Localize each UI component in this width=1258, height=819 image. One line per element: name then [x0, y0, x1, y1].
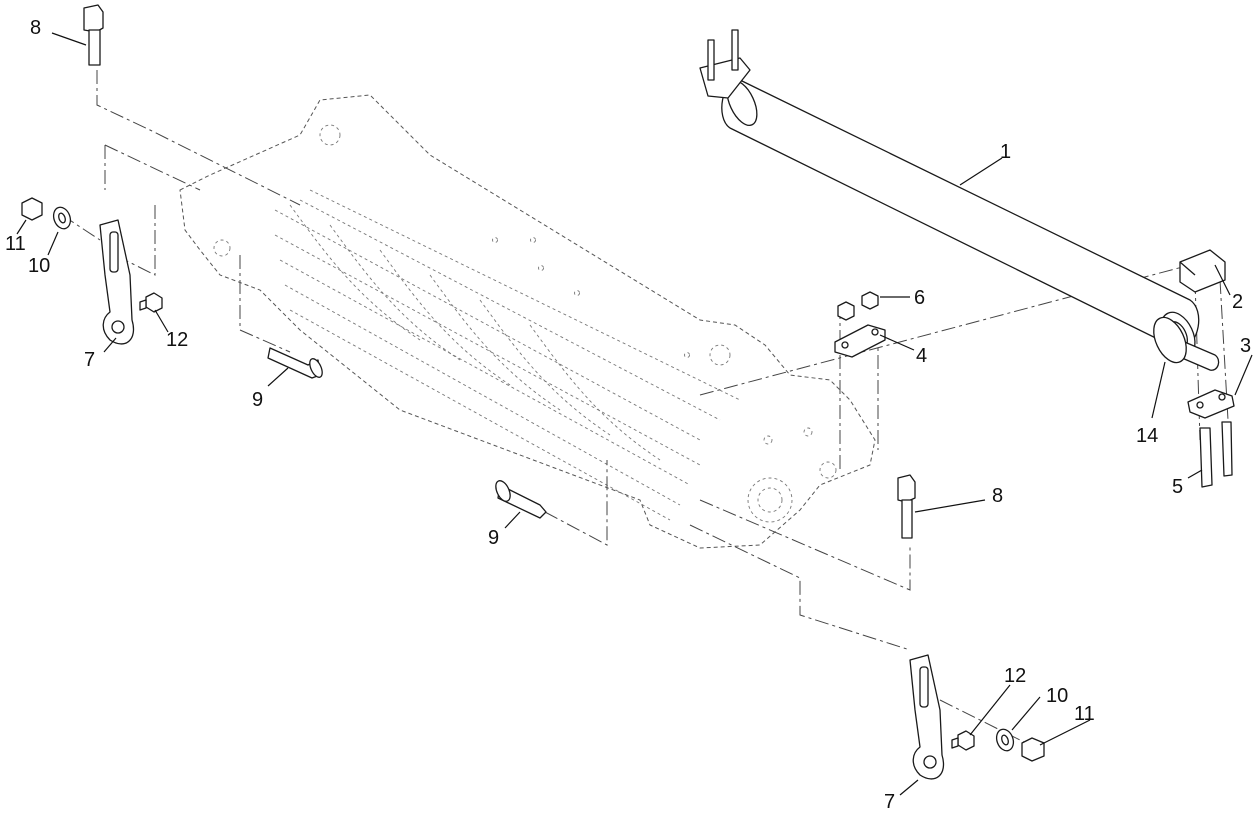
callout-8-right: 8: [992, 485, 1003, 507]
bolt-part-8-top-left: [83, 4, 104, 66]
bolts-part-5: [1199, 421, 1233, 488]
adjuster-arm-part-7-right: [909, 654, 945, 780]
adjuster-arm-part-7-left: [99, 219, 135, 345]
washer-part-10-left: [52, 206, 72, 230]
pin-part-9-left: [267, 347, 323, 379]
callout-7-right: 7: [884, 791, 895, 813]
callout-7-left: 7: [84, 349, 95, 371]
callout-6: 6: [914, 287, 925, 309]
washer-part-10-right: [995, 728, 1015, 752]
callout-11-left: 11: [5, 233, 26, 255]
callout-12-right: 12: [1004, 665, 1026, 687]
reel-frame-phantom: [179, 94, 876, 549]
callout-3: 3: [1240, 335, 1251, 357]
bearing-part-14: [1153, 316, 1187, 364]
pin-part-9-center: [495, 480, 547, 519]
callout-11-right: 11: [1074, 703, 1095, 725]
callout-5: 5: [1172, 476, 1183, 498]
callout-10-left: 10: [28, 255, 50, 277]
bracket-plate-part-3: [1187, 389, 1235, 419]
callout-9-left: 9: [252, 389, 263, 411]
callout-8-top-left: 8: [30, 17, 41, 39]
bolt-part-8-right: [897, 474, 916, 539]
callout-10-right: 10: [1046, 685, 1068, 707]
nut-part-11-right: [1021, 737, 1045, 762]
screw-part-12-left: [139, 292, 163, 313]
clamp-block-part-2: [1179, 249, 1226, 293]
callout-1: 1: [1000, 141, 1011, 163]
nuts-part-6: [837, 291, 879, 321]
callout-2: 2: [1232, 291, 1243, 313]
leader-lines: [16, 32, 1253, 796]
roller-shaft-part-1: [699, 29, 1220, 371]
link-plate-part-4: [834, 324, 886, 358]
callout-4: 4: [916, 345, 927, 367]
callouts: 8 1 2 3 4 5 6 7 7 8 9 9 10 10 11 11 12 1…: [5, 17, 1251, 813]
callout-12-left: 12: [166, 329, 188, 351]
callout-14: 14: [1136, 425, 1158, 447]
callout-9-center: 9: [488, 527, 499, 549]
screw-part-12-right: [951, 730, 975, 751]
nut-part-11-left: [21, 197, 43, 221]
